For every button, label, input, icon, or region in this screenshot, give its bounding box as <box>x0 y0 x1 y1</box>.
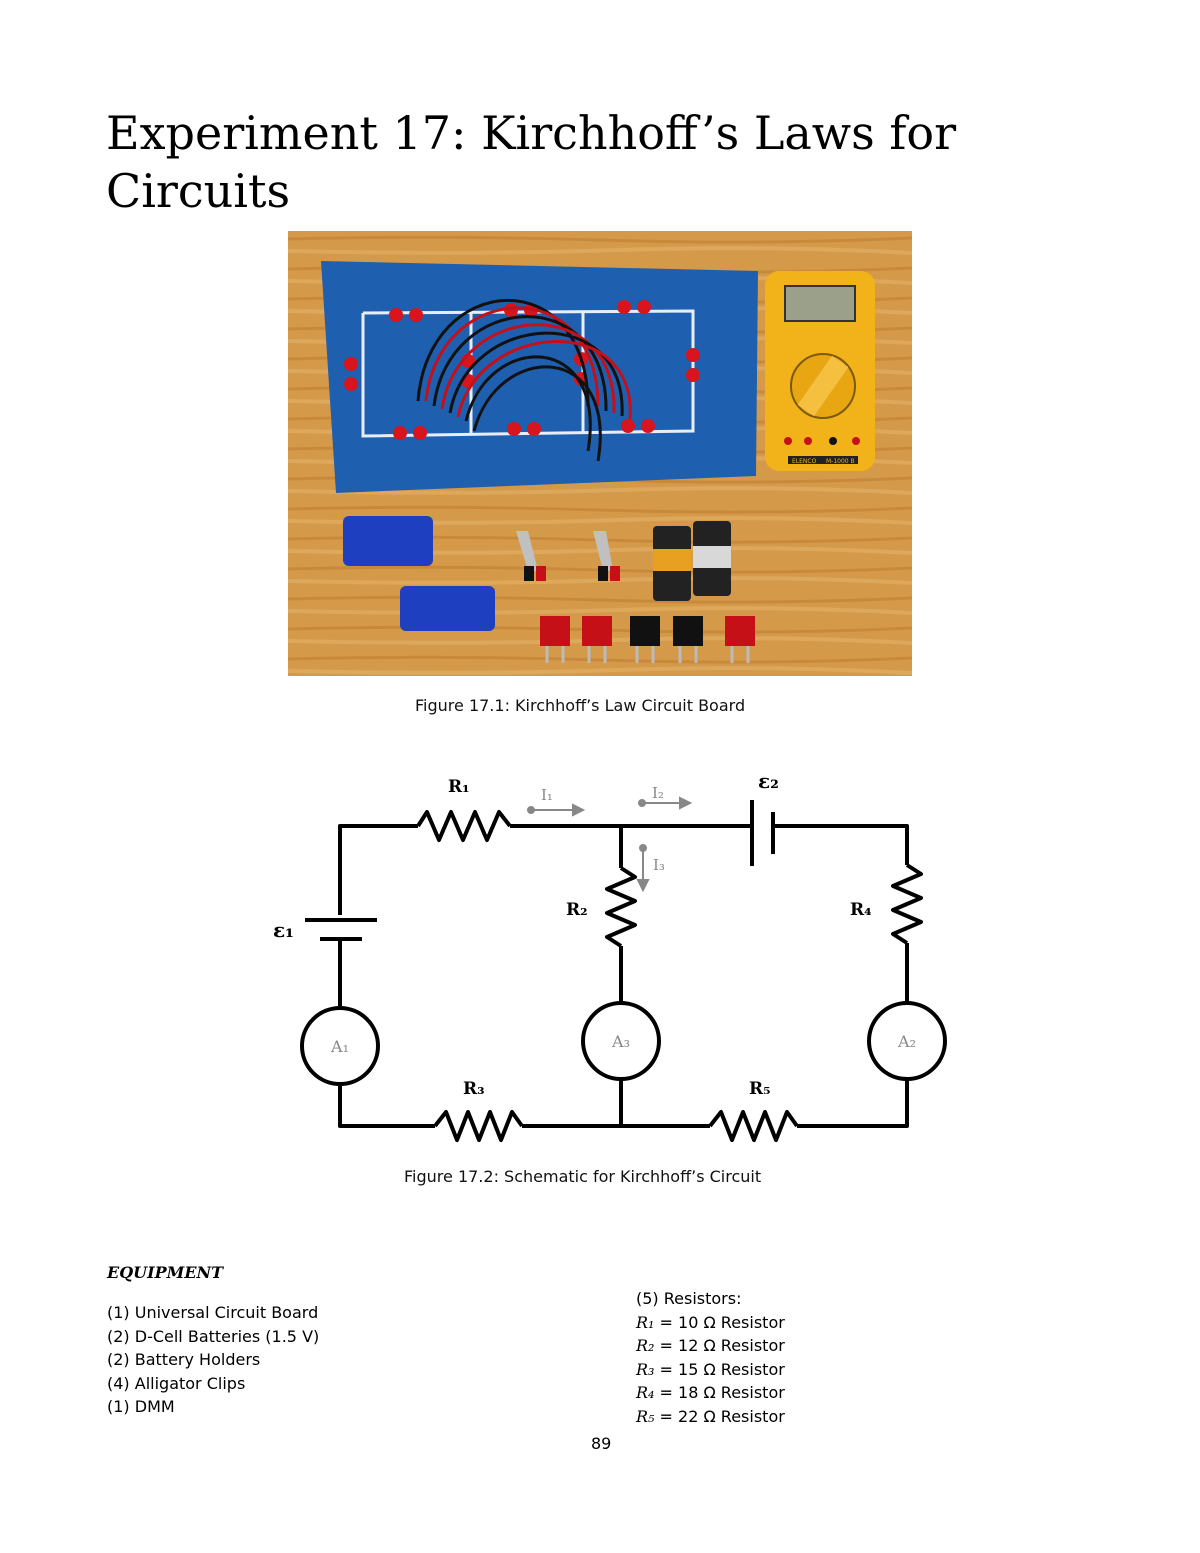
equipment-item: (2) D-Cell Batteries (1.5 V) <box>107 1326 320 1346</box>
resistors-heading: (5) Resistors: <box>636 1289 742 1308</box>
figure-2-caption: Figure 17.2: Schematic for Kirchhoff’s C… <box>404 1167 762 1186</box>
equipment-item: (2) Battery Holders <box>107 1350 261 1370</box>
d-cell-batteries <box>653 521 731 601</box>
equipment-item: (1) Universal Circuit Board <box>107 1303 319 1322</box>
universal-circuit-board <box>321 261 758 493</box>
resistor-list: (5) Resistors: R₁ = 10 Ω Resistor R₂ = 1… <box>636 1287 785 1429</box>
resistor-item: R₄ = 18 Ω Resistor <box>636 1381 785 1405</box>
resistor-item: R₁ = 10 Ω Resistor <box>636 1311 785 1335</box>
resistor-symbol: R₁ <box>636 1312 655 1332</box>
resistor-value: = 22 Ω Resistor <box>654 1406 785 1426</box>
label-a3: A₃ <box>611 1032 630 1051</box>
meter-brand: ELENCO <box>792 458 817 465</box>
resistor-pods <box>540 616 755 663</box>
label-e2: ε₂ <box>758 769 779 793</box>
circuit-schematic: R₁ R₂ R₃ R₄ R₅ ε₁ ε₂ I₁ I₂ I₃ A₁ A₃ A₂ <box>273 769 947 1142</box>
equipment-item: (4) Alligator Clips <box>107 1373 246 1393</box>
page-number: 89 <box>591 1434 612 1453</box>
label-r4: R₄ <box>850 900 872 920</box>
resistor-symbol: R₄ <box>636 1383 655 1403</box>
label-i1: I₁ <box>541 786 553 804</box>
equipment-item: (1) DMM <box>107 1397 175 1417</box>
alligator-clips <box>516 531 620 581</box>
schematic-wires <box>305 800 923 1142</box>
label-r1: R₁ <box>448 777 470 797</box>
equipment-list: (1) Universal Circuit Board (2) D-Cell B… <box>107 1301 319 1419</box>
resistor-r4 <box>891 863 923 945</box>
resistor-item: R₃ = 15 Ω Resistor <box>636 1358 785 1382</box>
jumper-wires <box>416 299 632 462</box>
resistor-r5 <box>708 1110 799 1142</box>
label-e1: ε₁ <box>273 918 294 942</box>
ammeter-a3 <box>581 1001 661 1081</box>
resistor-value: = 10 Ω Resistor <box>654 1312 785 1332</box>
page-title: Experiment 17: Kirchhoff’s Laws for Circ… <box>106 106 957 218</box>
battery-holders <box>343 516 495 631</box>
resistor-value: = 12 Ω Resistor <box>654 1336 785 1356</box>
meter-model: M-1000 B <box>826 458 855 465</box>
equipment-heading: EQUIPMENT <box>107 1263 224 1282</box>
label-a1: A₁ <box>330 1037 349 1056</box>
figure-1-caption: Figure 17.1: Kirchhoff’s Law Circuit Boa… <box>415 696 746 715</box>
ammeter-a1 <box>300 1006 380 1086</box>
ammeters <box>300 1001 947 1086</box>
resistor-r2 <box>605 866 637 948</box>
label-r2: R₂ <box>566 900 588 920</box>
resistor-item: R₅ = 22 Ω Resistor <box>636 1405 785 1429</box>
multimeter-dmm: ELENCO M-1000 B <box>765 271 875 471</box>
resistor-value: = 15 Ω Resistor <box>654 1359 785 1379</box>
label-i3: I₃ <box>653 856 665 874</box>
label-r5: R₅ <box>749 1079 771 1099</box>
label-a2: A₂ <box>897 1032 916 1051</box>
resistor-r3 <box>433 1110 524 1142</box>
ammeter-a2 <box>867 1001 947 1081</box>
circuit-board-photo: ELENCO M-1000 B <box>288 231 912 676</box>
resistor-symbol: R₃ <box>636 1359 655 1379</box>
resistor-item: R₂ = 12 Ω Resistor <box>636 1334 785 1358</box>
resistor-symbol: R₂ <box>636 1336 655 1356</box>
current-arrows <box>527 796 693 893</box>
resistor-value: = 18 Ω Resistor <box>654 1383 785 1403</box>
label-r3: R₃ <box>463 1079 485 1099</box>
resistor-symbol: R₅ <box>636 1406 655 1426</box>
resistor-r1 <box>416 810 512 842</box>
label-i2: I₂ <box>652 784 664 802</box>
